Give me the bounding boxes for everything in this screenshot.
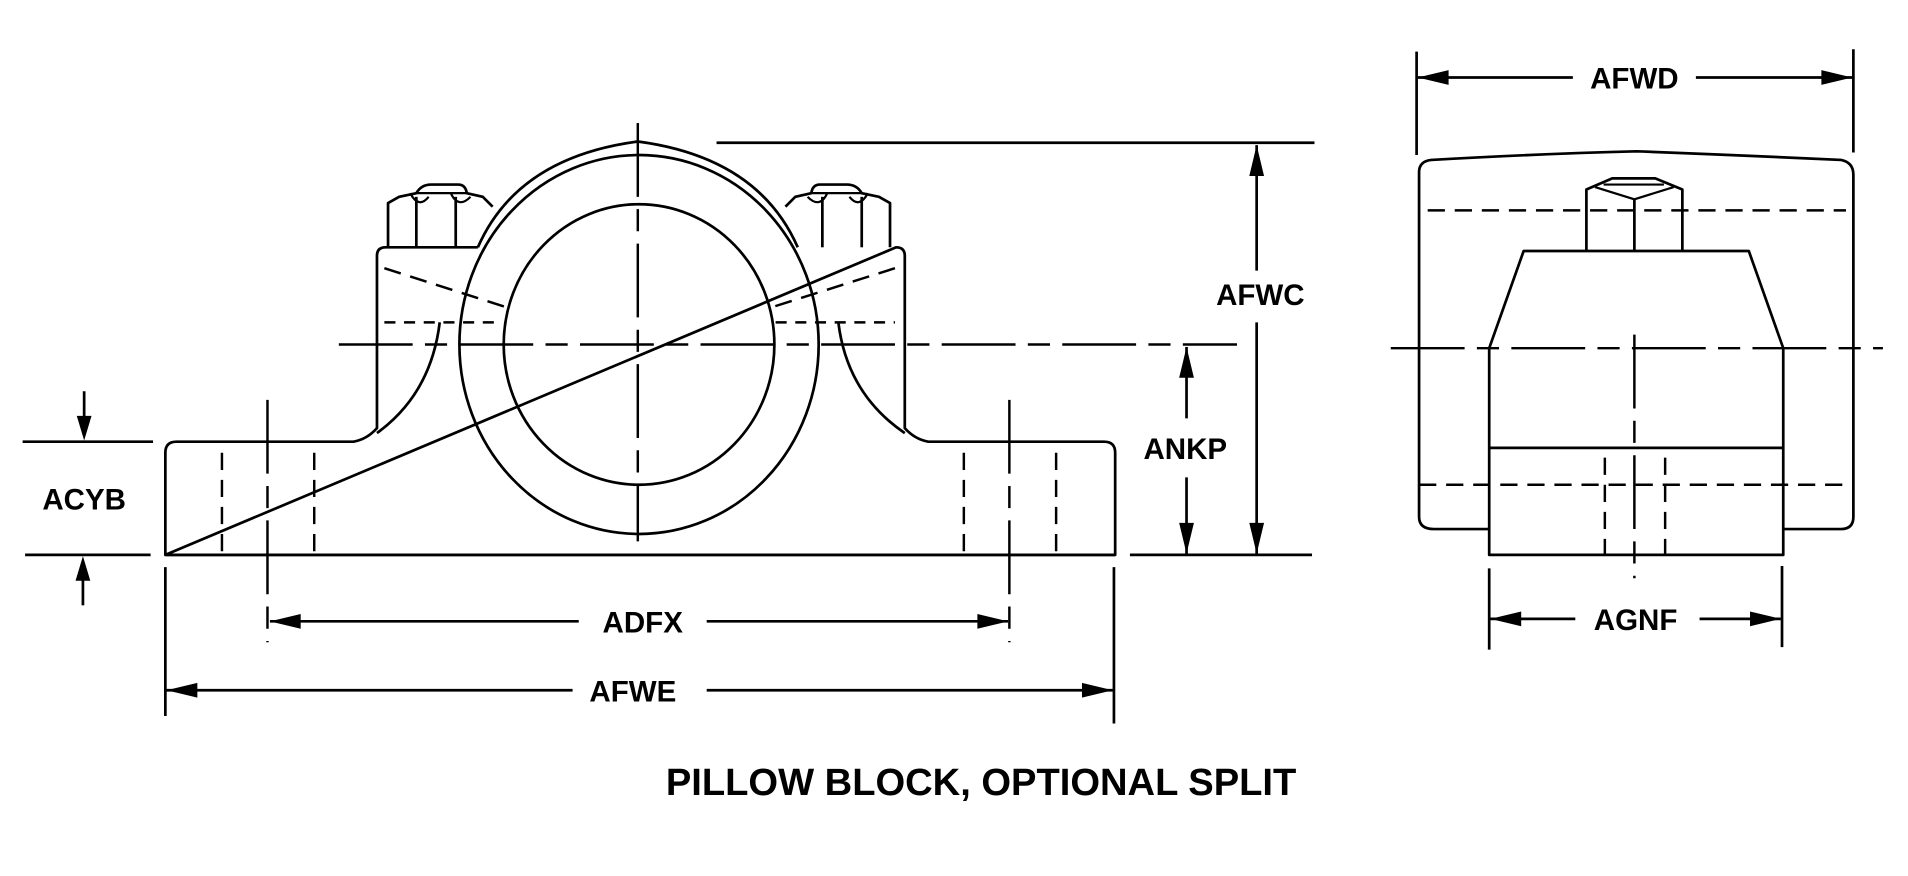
bolt-right — [784, 183, 892, 248]
label-agnf: AGNF — [1594, 604, 1678, 637]
dimension-acyb: ACYB — [22, 391, 154, 606]
label-afwd: AFWD — [1590, 63, 1679, 96]
side-bolt — [1585, 177, 1684, 251]
dimension-afwc: AFWC — [716, 141, 1315, 557]
dimension-agnf: AGNF — [1487, 565, 1784, 650]
dimension-ankp: ANKP — [1143, 346, 1227, 554]
label-afwe: AFWE — [589, 675, 676, 708]
pedestal-curve-left — [376, 322, 442, 435]
base-outline — [164, 245, 1117, 557]
side-pedestal-outline — [1487, 249, 1785, 557]
hidden-line — [383, 267, 508, 309]
label-afwc: AFWC — [1216, 279, 1305, 312]
label-acyb: ACYB — [42, 483, 126, 516]
pedestal-curve-right — [837, 322, 906, 435]
dimension-afwe: AFWE — [164, 567, 1116, 724]
side-view — [1390, 149, 1883, 579]
hidden-line — [770, 267, 896, 309]
bolt-left — [386, 183, 494, 248]
front-view — [164, 123, 1237, 643]
label-adfx: ADFX — [603, 606, 684, 639]
label-ankp: ANKP — [1143, 433, 1227, 466]
dimension-adfx: ADFX — [269, 606, 1009, 639]
dimension-afwd: AFWD — [1415, 49, 1855, 156]
side-housing-outline — [1417, 149, 1855, 531]
drawing-title: PILLOW BLOCK, OPTIONAL SPLIT — [666, 761, 1296, 804]
